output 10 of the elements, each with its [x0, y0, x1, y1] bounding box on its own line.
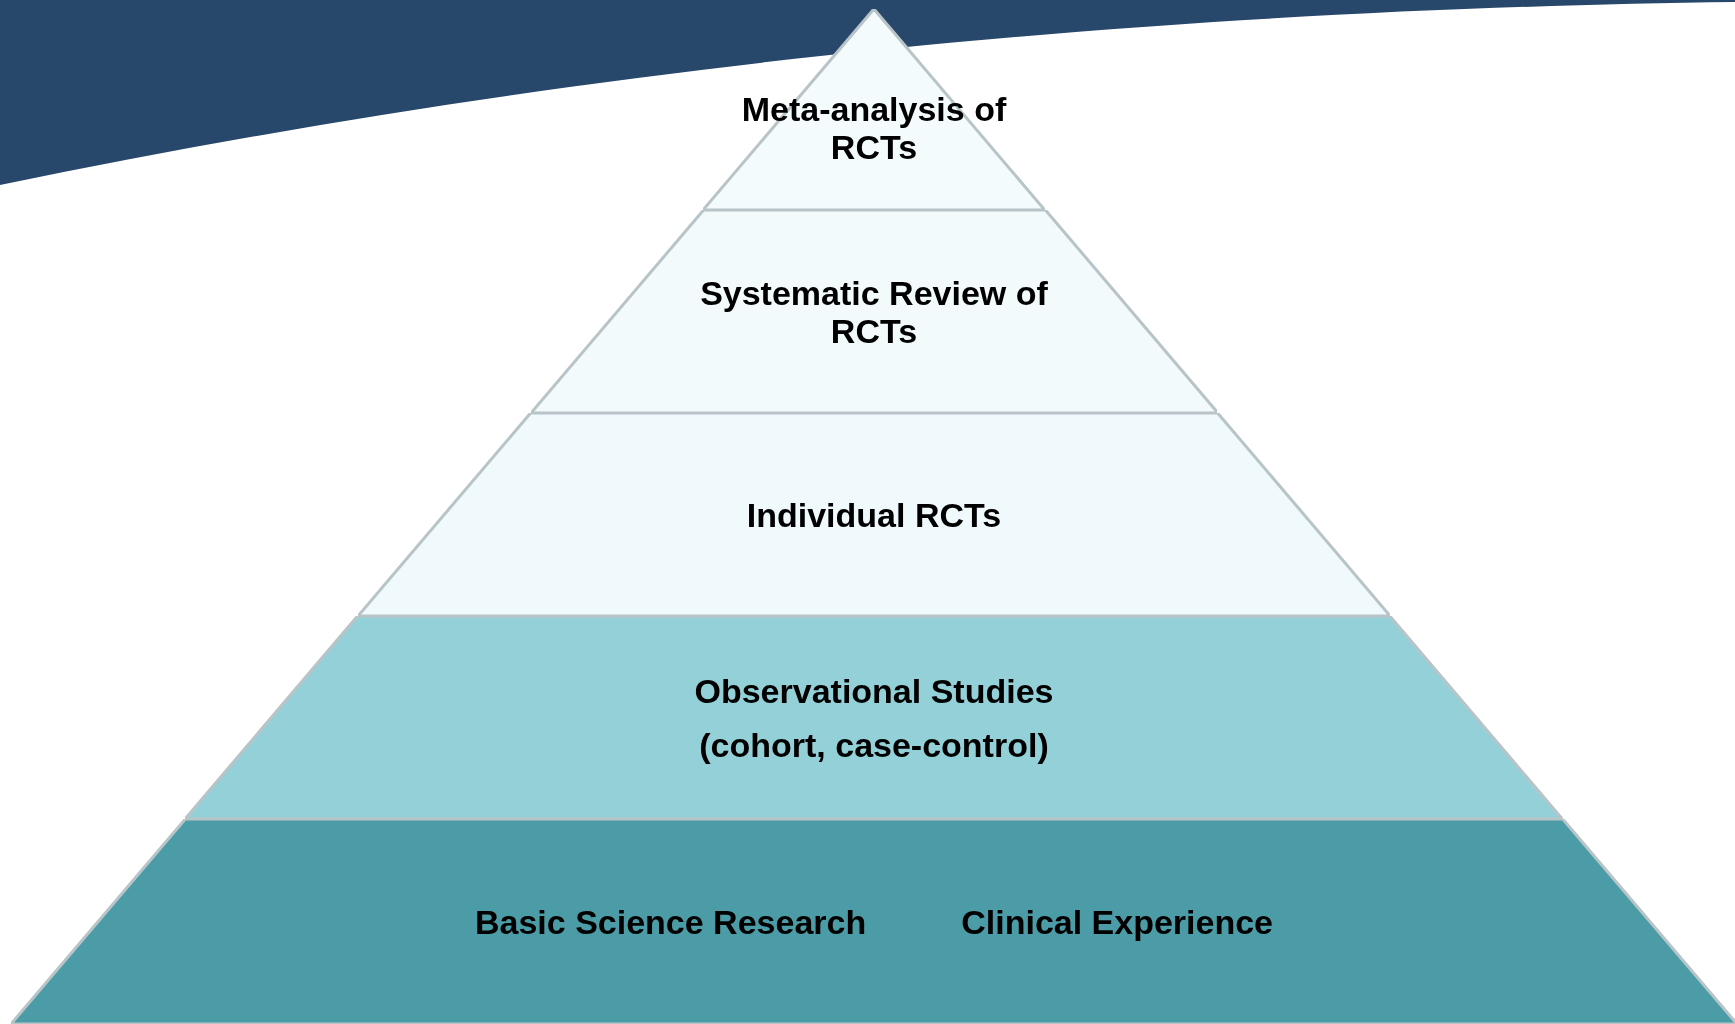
tier-label: Individual RCTs	[746, 495, 1002, 534]
pyramid-tier	[357, 413, 1391, 616]
tier-label: Observational Studies (cohort, case-control)	[693, 670, 1055, 766]
pyramid-tier	[530, 210, 1218, 413]
tier-label: Systematic Review of RCTs	[699, 273, 1049, 350]
tier-label: Basic Science Research	[474, 902, 867, 941]
tier-label: Meta-analysis of RCTs	[740, 89, 1008, 166]
tier-label: Clinical Experience	[961, 902, 1274, 941]
pyramid-tier	[11, 819, 1735, 1024]
pyramid-tier	[185, 616, 1563, 819]
